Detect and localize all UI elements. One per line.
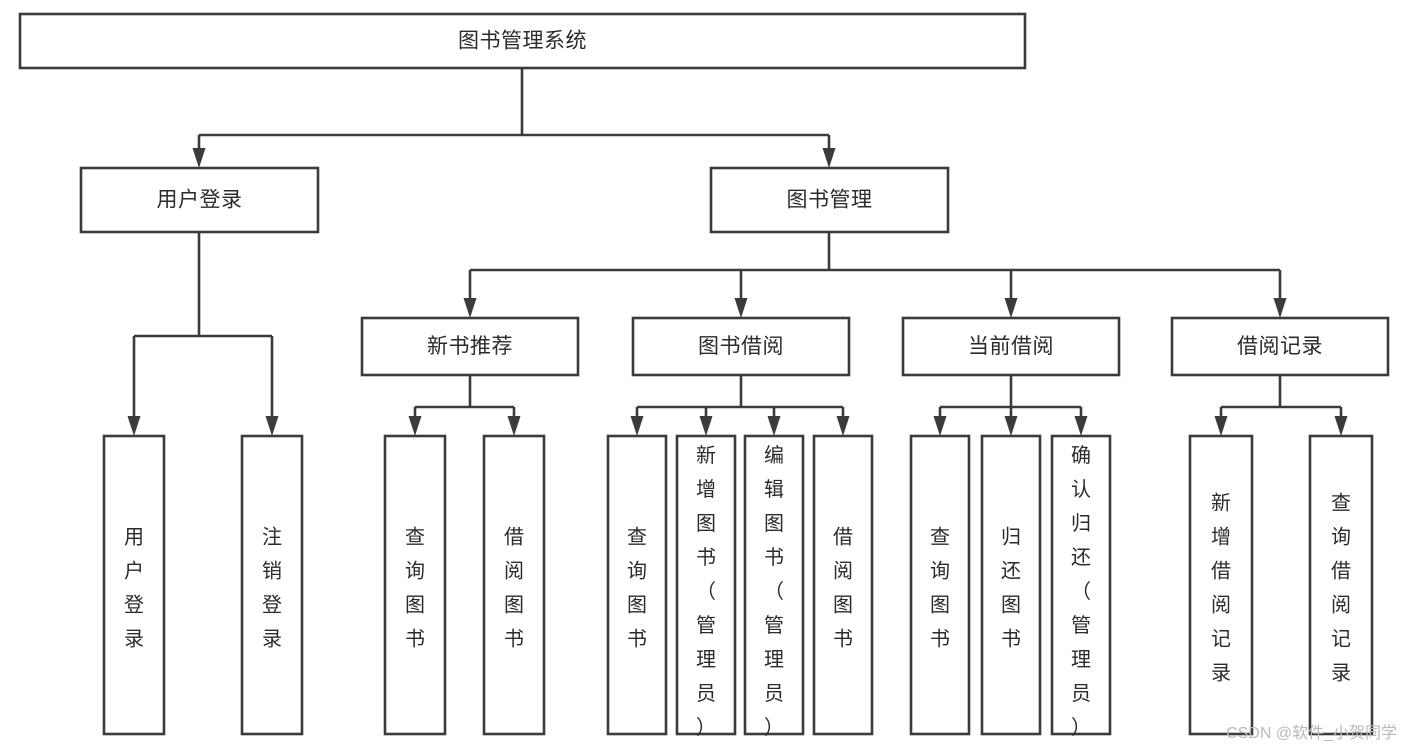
leaf-node-10[interactable]: 确认归还（管理员）: [1050, 434, 1112, 739]
level3-node-0-label: 新书推荐: [427, 335, 513, 358]
leaf-node-11-box[interactable]: [1188, 434, 1254, 736]
level3-node-0-box[interactable]: [360, 316, 580, 377]
leaf-node-9-box[interactable]: [980, 434, 1042, 736]
leaf-node-5-label: 新增图书（管理员）: [696, 444, 716, 739]
level3-node-2[interactable]: 当前借阅: [901, 316, 1121, 377]
arrowhead-icon: [408, 416, 422, 436]
arrowhead-icon: [630, 416, 644, 436]
leaf-node-2[interactable]: 查询图书: [383, 434, 447, 736]
connector-layer: [127, 68, 1348, 436]
arrowhead-icon: [699, 416, 713, 436]
root-node-book-management-system-label: 图书管理系统: [458, 30, 587, 53]
arrowhead-icon: [1214, 416, 1228, 436]
level3-node-0[interactable]: 新书推荐: [360, 316, 580, 377]
arrowhead-icon: [767, 416, 781, 436]
leaf-node-3[interactable]: 借阅图书: [482, 434, 546, 736]
leaf-node-12[interactable]: 查询借阅记录: [1308, 434, 1374, 736]
arrowhead-icon: [836, 416, 850, 436]
arrowhead-icon: [933, 416, 947, 436]
leaf-node-7[interactable]: 借阅图书: [812, 434, 874, 736]
arrowhead-icon: [1334, 416, 1348, 436]
connector-new-book-to-leaves: [408, 375, 521, 436]
leaf-node-3-label: 借阅图书: [504, 526, 524, 651]
leaf-node-9-label: 归还图书: [1001, 526, 1021, 651]
level2-node-0[interactable]: 用户登录: [79, 166, 320, 234]
leaf-node-4-box[interactable]: [606, 434, 668, 736]
arrowhead-icon: [1273, 298, 1287, 318]
connector-current-borrow-to-leaves: [933, 375, 1088, 436]
arrowhead-icon: [507, 416, 521, 436]
connector-root-to-level2: [192, 68, 836, 168]
leaf-node-7-box[interactable]: [812, 434, 874, 736]
arrowhead-icon: [1004, 298, 1018, 318]
level2-node-1[interactable]: 图书管理: [709, 166, 950, 234]
arrowhead-icon: [1004, 416, 1018, 436]
leaf-node-0-label: 用户登录: [124, 527, 144, 651]
level2-node-0-label: 用户登录: [157, 189, 243, 212]
leaf-node-2-label: 查询图书: [405, 526, 425, 651]
leaf-node-6-box[interactable]: [743, 434, 805, 736]
leaf-node-4-label: 查询图书: [627, 526, 647, 651]
leaf-node-7-label: 借阅图书: [833, 526, 853, 651]
level3-node-1-label: 图书借阅: [698, 335, 784, 358]
arrowhead-icon: [192, 148, 206, 168]
leaf-node-6-label: 编辑图书（管理员）: [764, 444, 784, 739]
leaf-node-2-box[interactable]: [383, 434, 447, 736]
level2-node-1-box[interactable]: [709, 166, 950, 234]
level3-node-3-label: 借阅记录: [1237, 335, 1323, 358]
leaf-node-10-box[interactable]: [1050, 434, 1112, 736]
leaf-node-6[interactable]: 编辑图书（管理员）: [743, 434, 805, 739]
connector-book-manage-to-level3: [463, 232, 1287, 318]
arrowhead-icon: [127, 416, 141, 436]
leaf-node-11[interactable]: 新增借阅记录: [1188, 434, 1254, 736]
leaf-node-12-box[interactable]: [1308, 434, 1374, 736]
leaf-node-10-label: 确认归还（管理员）: [1071, 444, 1091, 739]
level3-node-1-box[interactable]: [631, 316, 851, 377]
leaf-node-5[interactable]: 新增图书（管理员）: [675, 434, 737, 739]
leaf-node-12-label: 查询借阅记录: [1331, 492, 1351, 685]
level3-node-2-label: 当前借阅: [968, 335, 1054, 358]
level2-node-1-label: 图书管理: [787, 189, 873, 212]
level3-node-3[interactable]: 借阅记录: [1170, 316, 1390, 377]
leaf-node-0[interactable]: 用户登录: [102, 434, 166, 736]
arrowhead-icon: [1074, 416, 1088, 436]
leaf-node-8-box[interactable]: [909, 434, 971, 736]
level2-node-0-box[interactable]: [79, 166, 320, 234]
arrowhead-icon: [734, 298, 748, 318]
leaf-node-3-box[interactable]: [482, 434, 546, 736]
csdn-watermark: CSDN @软件_小贺同学: [1226, 725, 1397, 742]
connector-book-borrow-to-leaves: [630, 375, 850, 436]
leaf-node-5-box[interactable]: [675, 434, 737, 736]
leaf-node-9[interactable]: 归还图书: [980, 434, 1042, 736]
level3-node-1[interactable]: 图书借阅: [631, 316, 851, 377]
level3-node-2-box[interactable]: [901, 316, 1121, 377]
root-node-book-management-system-box[interactable]: [18, 12, 1027, 70]
leaf-node-1[interactable]: 注销登录: [240, 434, 304, 736]
arrowhead-icon: [463, 298, 477, 318]
leaf-node-1-box[interactable]: [240, 434, 304, 736]
arrowhead-icon: [822, 148, 836, 168]
connector-borrow-record-to-leaves: [1214, 375, 1348, 436]
leaf-node-0-box[interactable]: [102, 434, 166, 736]
leaf-node-1-label: 注销登录: [262, 526, 282, 651]
level3-node-3-box[interactable]: [1170, 316, 1390, 377]
arrowhead-icon: [265, 416, 279, 436]
leaf-node-4[interactable]: 查询图书: [606, 434, 668, 736]
leaf-node-8[interactable]: 查询图书: [909, 434, 971, 736]
leaf-node-8-label: 查询图书: [930, 526, 950, 651]
root-node-book-management-system[interactable]: 图书管理系统: [18, 12, 1027, 70]
connector-user-login-to-leaves: [127, 232, 279, 436]
leaf-node-11-label: 新增借阅记录: [1211, 492, 1231, 685]
